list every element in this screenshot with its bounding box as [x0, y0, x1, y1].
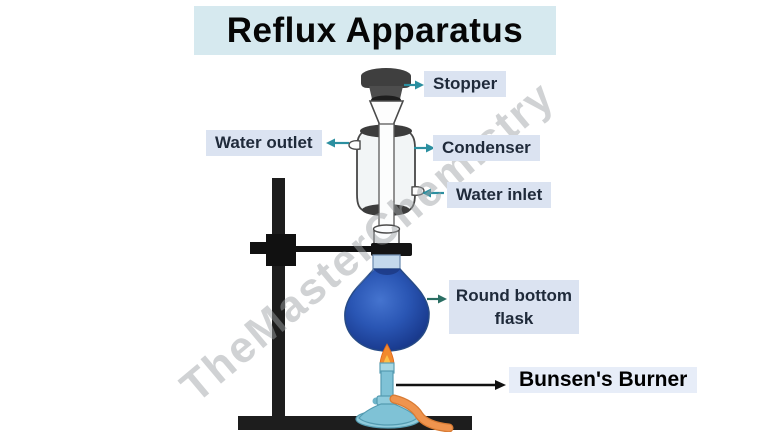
- joint: [371, 224, 412, 256]
- flask-arrow: [427, 294, 447, 304]
- water-inlet-arrow: [422, 188, 444, 198]
- bunsen-burner: [355, 362, 454, 432]
- round-bottom-flask-label: Round bottom flask: [449, 280, 579, 334]
- condenser-arrow: [414, 143, 435, 153]
- water-outlet-label: Water outlet: [206, 130, 322, 156]
- clamp-arm: [256, 246, 378, 252]
- condenser: [348, 123, 425, 229]
- page-title: Reflux Apparatus: [194, 6, 556, 55]
- water-outlet-port: [348, 140, 361, 150]
- gas-hose: [390, 395, 453, 432]
- neck-clamp-collar: [371, 243, 412, 256]
- bunsen-burner-label: Bunsen's Burner: [509, 367, 698, 393]
- stopper: [361, 68, 411, 105]
- condenser-inner-tube: [378, 123, 395, 229]
- flask-highlight: [355, 269, 374, 291]
- clamp-knob: [250, 242, 268, 254]
- condenser-label: Condenser: [433, 135, 540, 161]
- clamp-block: [266, 234, 296, 266]
- burner-cone: [358, 403, 418, 426]
- bunsen-arrow: [396, 380, 506, 390]
- water-inlet-port: [411, 186, 425, 196]
- water-inlet-label: Water inlet: [447, 182, 552, 208]
- stand-rod: [272, 178, 285, 422]
- stopper-label: Stopper: [424, 71, 507, 97]
- water-outlet-arrow: [326, 138, 349, 148]
- stopper-arrow: [404, 80, 424, 90]
- round-bottom-flask: [344, 254, 430, 352]
- flask-body-liquid: [344, 268, 430, 352]
